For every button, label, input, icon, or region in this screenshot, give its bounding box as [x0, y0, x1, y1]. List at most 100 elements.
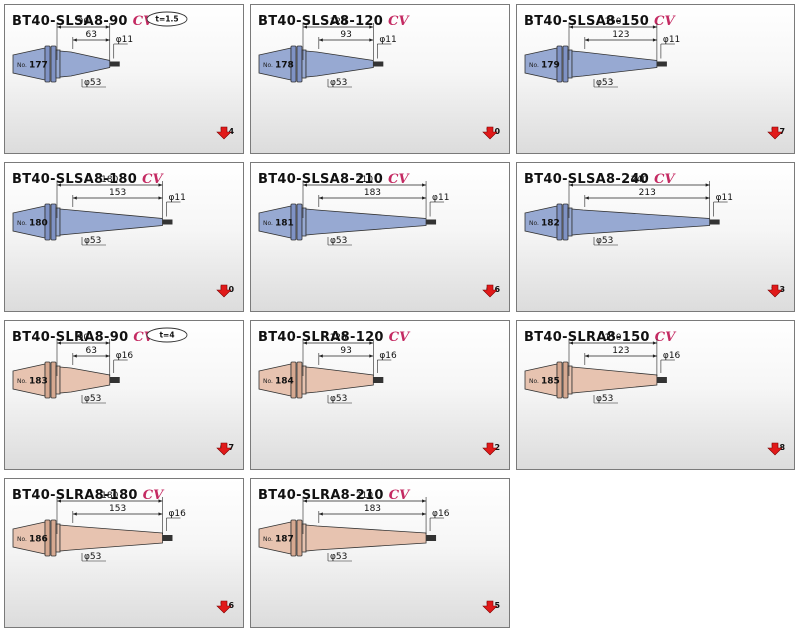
serial-number: 180 — [29, 219, 48, 229]
base-diameter-value: φ53 — [84, 78, 101, 88]
weight-indicator: 5.0 — [216, 284, 237, 298]
tool-tip — [373, 377, 384, 383]
base-diameter-value: φ53 — [330, 78, 347, 88]
tip-diameter-value: φ16 — [432, 509, 450, 519]
tool-tip — [109, 61, 120, 67]
overall-length-value: 90 — [78, 17, 90, 27]
taper-length-value: 123 — [612, 346, 629, 356]
flange-ring — [44, 519, 51, 557]
product-name: BT40-SLSA8-120 — [258, 14, 384, 29]
flange-ring — [562, 45, 569, 83]
taper-body — [59, 524, 163, 552]
flange-ring — [562, 203, 569, 241]
overall-length-value: 90 — [78, 333, 90, 343]
neck — [301, 49, 307, 79]
tool-tip — [373, 61, 384, 67]
taper-body — [59, 208, 163, 236]
taper-body — [571, 50, 658, 78]
serial-prefix: No. — [17, 220, 27, 227]
taper-length-value: 183 — [364, 188, 381, 198]
serial-number: 181 — [275, 219, 294, 229]
base-diameter-value: φ53 — [84, 552, 101, 562]
base-diameter-value: φ53 — [330, 552, 347, 562]
flange-ring — [556, 361, 563, 399]
product-title: BT40-SLSA8-120 CV — [258, 10, 409, 29]
taper-length-value: 153 — [109, 188, 126, 198]
cv-logo: CV — [654, 172, 675, 187]
flange-ring — [296, 361, 303, 399]
product-name: BT40-SLSA8-210 — [258, 172, 384, 187]
taper-body — [571, 366, 658, 394]
serial-number: 178 — [275, 61, 294, 71]
flange-ring — [296, 203, 303, 241]
serial-prefix: No. — [529, 220, 539, 227]
overall-length-value: 120 — [330, 17, 347, 27]
product-name: BT40-SLRA8-210 — [258, 488, 384, 503]
down-arrow-icon — [482, 284, 498, 298]
serial-number: 184 — [275, 377, 294, 387]
flange-ring — [290, 45, 297, 83]
tip-diameter-value: φ11 — [168, 193, 185, 203]
tip-diameter-value: φ16 — [379, 351, 397, 361]
neck — [567, 207, 573, 237]
taper-body — [571, 208, 711, 236]
tip-diameter-value: φ11 — [663, 35, 680, 45]
overall-length-value: 150 — [604, 17, 621, 27]
flange-ring — [562, 361, 569, 399]
overall-length-value: 180 — [101, 491, 118, 501]
overall-length-value: 240 — [631, 175, 648, 185]
product-title: BT40-SLSA8-210 CV — [258, 168, 409, 187]
overall-length-value: 210 — [356, 175, 373, 185]
down-arrow-icon — [216, 126, 232, 140]
weight-indicator: 2.0 — [482, 126, 503, 140]
product-name: BT40-SLRA8-180 — [12, 488, 138, 503]
product-name: BT40-SLRA8-150 — [524, 330, 650, 345]
tool-tip — [656, 61, 667, 67]
cv-logo: CV — [388, 14, 409, 29]
tool-tip — [656, 377, 667, 383]
cv-logo: CV — [654, 14, 675, 29]
taper-length-value: 153 — [109, 504, 126, 514]
down-arrow-icon — [767, 442, 783, 456]
cv-logo: CV — [654, 330, 676, 345]
product-title: BT40-SLRA8-150 CV — [524, 326, 675, 345]
taper-body — [305, 50, 374, 78]
tip-diameter-value: φ11 — [432, 193, 449, 203]
taper-length-value: 63 — [86, 346, 97, 356]
cv-logo: CV — [388, 172, 409, 187]
taper-length-value: 93 — [340, 346, 351, 356]
weight-indicator: 1.2 — [482, 442, 503, 456]
serial-prefix: No. — [263, 378, 273, 385]
weight-indicator: 2.6 — [216, 600, 237, 614]
serial-prefix: No. — [263, 62, 273, 69]
weight-indicator: 2.7 — [767, 126, 788, 140]
neck — [301, 207, 307, 237]
serial-prefix: No. — [529, 62, 539, 69]
serial-prefix: No. — [263, 220, 273, 227]
flange-ring — [556, 45, 563, 83]
tool-tip — [426, 219, 437, 225]
tip-diameter-value: φ11 — [379, 35, 396, 45]
product-name: BT40-SLSA8-180 — [12, 172, 138, 187]
serial-number: 187 — [275, 535, 294, 545]
taper-body — [305, 524, 427, 552]
down-arrow-icon — [216, 284, 232, 298]
tool-tip — [162, 219, 173, 225]
thickness-label: t=4 — [159, 331, 174, 340]
flange-ring — [290, 519, 297, 557]
flange-ring — [290, 203, 297, 241]
flange-ring — [44, 361, 51, 399]
flange-ring — [296, 45, 303, 83]
